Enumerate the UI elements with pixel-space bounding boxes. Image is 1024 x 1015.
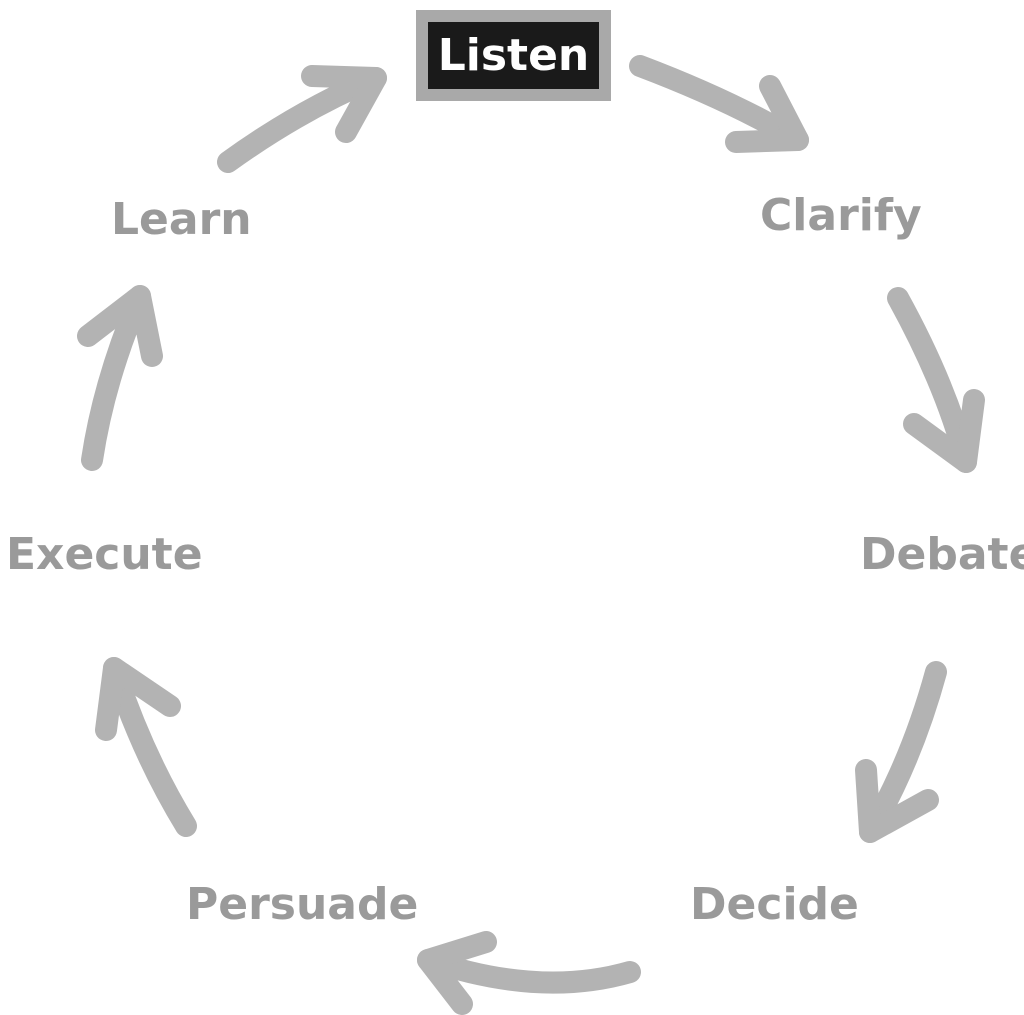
arrow-persuade-to-execute [95, 657, 197, 837]
arrow-learn-to-listen [217, 65, 387, 173]
stage-label-persuade: Persuade [186, 879, 419, 930]
stage-label-listen: Listen [437, 29, 590, 81]
arrow-execute-to-learn [77, 285, 163, 471]
highlighted-stage-box: Listen [416, 10, 611, 101]
stage-label-debate: Debate [860, 529, 1024, 580]
arrow-decide-to-persuade [417, 931, 641, 1015]
arrow-debate-to-decide [855, 661, 947, 843]
arrow-listen-to-clarify [629, 55, 809, 153]
stage-label-execute: Execute [6, 529, 203, 580]
stage-label-learn: Learn [111, 194, 252, 245]
stage-label-clarify: Clarify [760, 190, 922, 241]
arrow-clarify-to-debate [887, 287, 985, 473]
stage-label-decide: Decide [690, 879, 859, 930]
